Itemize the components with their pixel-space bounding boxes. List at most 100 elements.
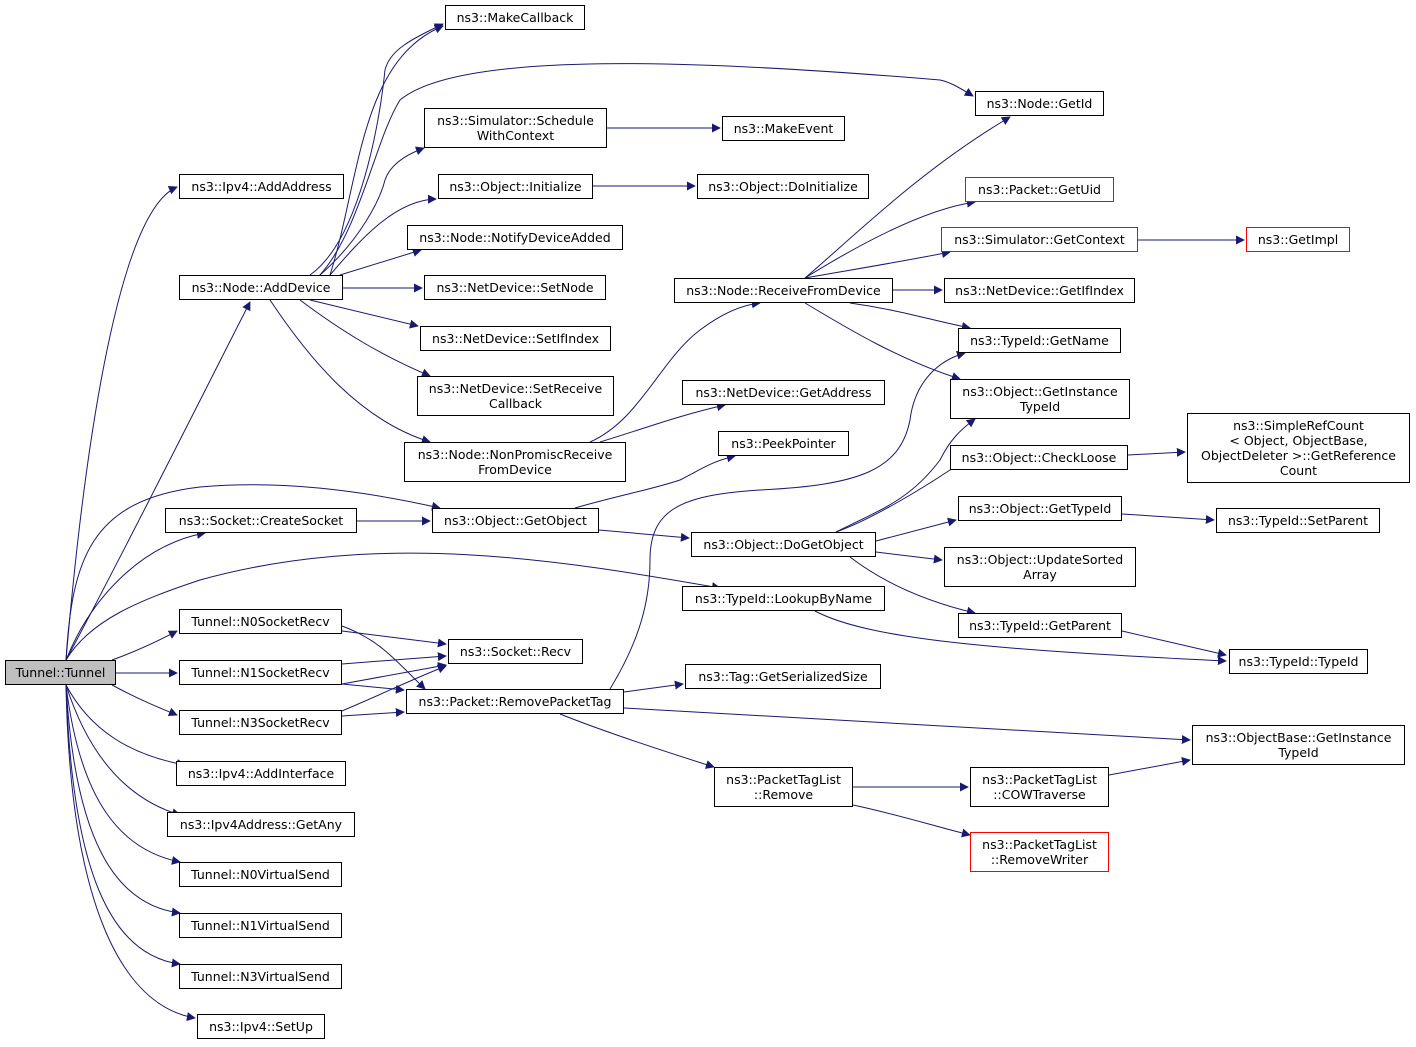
call-edge: [309, 23, 444, 276]
call-edge: [319, 63, 974, 276]
call-edge: [65, 552, 721, 661]
call-edge: [329, 194, 437, 276]
node-peekpointer[interactable]: ns3::PeekPointer: [718, 431, 849, 456]
call-edge: [875, 517, 957, 542]
call-edge: [1121, 630, 1227, 658]
node-typeid-getparent[interactable]: ns3::TypeId::GetParent: [958, 613, 1122, 638]
node-packettaglist-cowtraverse[interactable]: ns3::PacketTagList ::COWTraverse: [970, 767, 1109, 807]
node-n1virtualsend[interactable]: Tunnel::N1VirtualSend: [179, 913, 342, 938]
node-object-getinstancetypeid[interactable]: ns3::Object::GetInstance TypeId: [950, 379, 1130, 419]
node-node-adddevice[interactable]: ns3::Node::AddDevice: [179, 275, 343, 300]
call-edge: [609, 350, 966, 690]
node-ipv4address-getany[interactable]: ns3::Ipv4Address::GetAny: [167, 812, 355, 837]
node-object-initialize[interactable]: ns3::Object::Initialize: [438, 174, 593, 199]
node-typeid-typeid[interactable]: ns3::TypeId::TypeId: [1229, 649, 1368, 674]
call-edge: [341, 625, 426, 690]
node-netdevice-getaddress[interactable]: ns3::NetDevice::GetAddress: [682, 380, 885, 405]
call-edge: [598, 529, 690, 542]
node-tunnel: Tunnel::Tunnel: [5, 660, 116, 685]
node-node-receivefromdevice[interactable]: ns3::Node::ReceiveFromDevice: [674, 278, 893, 303]
node-object-doinitialize[interactable]: ns3::Object::DoInitialize: [697, 174, 869, 199]
call-edge: [65, 530, 206, 661]
call-edge: [341, 683, 405, 694]
node-n0socketrecv[interactable]: Tunnel::N0SocketRecv: [179, 609, 342, 634]
node-object-checkloose[interactable]: ns3::Object::CheckLoose: [950, 445, 1128, 470]
call-edge: [875, 551, 943, 564]
call-edge: [623, 707, 1191, 745]
call-edge: [623, 680, 684, 693]
node-ipv4-addinterface[interactable]: ns3::Ipv4::AddInterface: [176, 761, 346, 786]
node-n3virtualsend[interactable]: Tunnel::N3VirtualSend: [179, 964, 342, 989]
call-edge: [65, 301, 251, 661]
node-makeevent[interactable]: ns3::MakeEvent: [722, 116, 845, 141]
call-edge: [319, 146, 425, 276]
node-object-gettypeid[interactable]: ns3::Object::GetTypeId: [958, 496, 1122, 521]
call-edge: [339, 248, 422, 276]
call-edge: [269, 299, 431, 444]
node-simulator-schedulewithcontext[interactable]: ns3::Simulator::Schedule WithContext: [424, 108, 607, 148]
node-netdevice-getifindex[interactable]: ns3::NetDevice::GetIfIndex: [944, 278, 1135, 303]
node-packet-getuid[interactable]: ns3::Packet::GetUid: [965, 177, 1114, 202]
node-packet-removepackettag[interactable]: ns3::Packet::RemovePacketTag: [406, 689, 624, 714]
call-edge: [65, 684, 181, 968]
node-ipv4-setup[interactable]: ns3::Ipv4::SetUp: [197, 1014, 325, 1039]
call-edge: [559, 713, 715, 769]
call-edge: [329, 24, 444, 276]
call-edge: [65, 684, 196, 1022]
node-node-nonpromiscreceivefromdevice[interactable]: ns3::Node::NonPromiscReceive FromDevice: [404, 442, 626, 482]
node-packettaglist-remove[interactable]: ns3::PacketTagList ::Remove: [714, 767, 853, 807]
node-simplerefcount-getreferencecount[interactable]: ns3::SimpleRefCount < Object, ObjectBase…: [1187, 413, 1410, 483]
node-node-notifydeviceadded[interactable]: ns3::Node::NotifyDeviceAdded: [407, 225, 623, 250]
call-edge: [804, 116, 1011, 279]
node-ipv4-addaddress[interactable]: ns3::Ipv4::AddAddress: [179, 174, 344, 199]
call-edge: [835, 418, 976, 533]
node-socket-recv[interactable]: ns3::Socket::Recv: [448, 639, 583, 664]
call-edge: [111, 630, 178, 661]
node-objectbase-getinstancetypeid[interactable]: ns3::ObjectBase::GetInstance TypeId: [1192, 725, 1405, 765]
node-typeid-setparent[interactable]: ns3::TypeId::SetParent: [1216, 508, 1380, 533]
node-n1socketrecv[interactable]: Tunnel::N1SocketRecv: [179, 660, 342, 685]
node-netdevice-setnode[interactable]: ns3::NetDevice::SetNode: [424, 275, 606, 300]
call-edge: [65, 684, 181, 917]
node-packettaglist-removewriter[interactable]: ns3::PacketTagList ::RemoveWriter: [970, 832, 1109, 872]
call-edge: [804, 302, 961, 381]
call-edge: [65, 684, 181, 817]
call-edge: [111, 684, 178, 717]
call-edge: [341, 662, 447, 685]
call-edge: [1121, 513, 1215, 524]
node-object-dogetobject[interactable]: ns3::Object::DoGetObject: [691, 532, 876, 557]
call-edge: [1127, 447, 1186, 457]
node-typeid-getname[interactable]: ns3::TypeId::GetName: [958, 328, 1121, 353]
call-edge: [1108, 757, 1191, 776]
call-edge: [804, 249, 951, 279]
call-edge: [65, 684, 181, 865]
call-edge: [589, 299, 761, 443]
call-edge: [309, 299, 419, 329]
call-edge: [65, 684, 186, 768]
call-edge: [599, 402, 726, 443]
node-makecallback[interactable]: ns3::MakeCallback: [445, 5, 585, 30]
node-tag-getserializedsize[interactable]: ns3::Tag::GetSerializedSize: [685, 664, 881, 689]
node-netdevice-setreceivecallback[interactable]: ns3::NetDevice::SetReceive Callback: [417, 376, 614, 416]
call-edge: [849, 302, 971, 331]
call-edge: [574, 453, 736, 509]
call-edge: [299, 299, 431, 378]
call-edge: [814, 610, 1227, 666]
node-simulator-getcontext[interactable]: ns3::Simulator::GetContext: [941, 227, 1138, 252]
call-edge: [849, 556, 976, 616]
call-edge: [341, 652, 447, 665]
call-edge: [852, 804, 971, 838]
node-netdevice-setifindex[interactable]: ns3::NetDevice::SetIfIndex: [420, 326, 611, 351]
node-socket-createsocket[interactable]: ns3::Socket::CreateSocket: [165, 508, 357, 533]
node-object-updatesortedarray[interactable]: ns3::Object::UpdateSorted Array: [944, 547, 1136, 587]
node-n3socketrecv[interactable]: Tunnel::N3SocketRecv: [179, 710, 342, 735]
node-getimpl[interactable]: ns3::GetImpl: [1246, 227, 1350, 252]
node-object-getobject[interactable]: ns3::Object::GetObject: [432, 508, 599, 533]
node-typeid-lookupbyname[interactable]: ns3::TypeId::LookupByName: [682, 586, 885, 611]
node-node-getid[interactable]: ns3::Node::GetId: [975, 91, 1104, 116]
call-edge: [804, 198, 976, 279]
call-edge: [341, 708, 405, 718]
node-n0virtualsend[interactable]: Tunnel::N0VirtualSend: [179, 862, 342, 887]
